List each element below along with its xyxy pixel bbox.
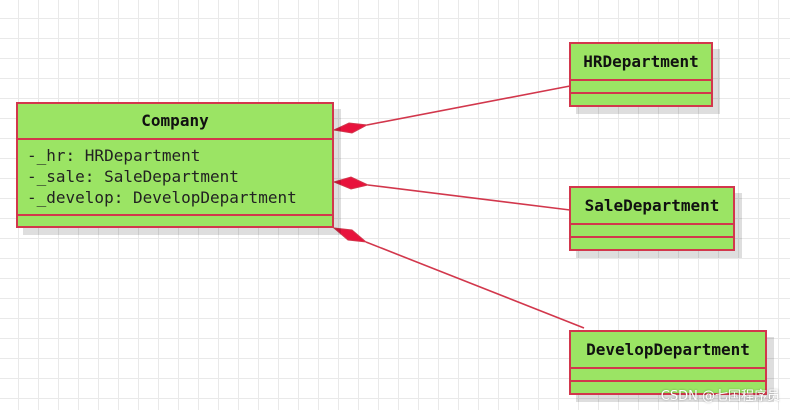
class-methods-hrdepartment: [571, 94, 711, 105]
class-name-hrdepartment: HRDepartment: [571, 44, 711, 81]
class-developdepartment[interactable]: DevelopDepartment: [569, 330, 767, 395]
class-hrdepartment[interactable]: HRDepartment: [569, 42, 713, 107]
class-saledepartment[interactable]: SaleDepartment: [569, 186, 735, 251]
class-attributes-hrdepartment: [571, 81, 711, 94]
composition-line-hr[interactable]: [366, 85, 571, 126]
class-methods-saledepartment: [571, 238, 733, 249]
composition-diamond-sale: [332, 176, 370, 190]
watermark: CSDN @七国程序员: [660, 389, 780, 404]
composition-diamond-hr: [332, 122, 369, 134]
class-attributes-saledepartment: [571, 225, 733, 238]
attribute-hr: -_hr: HRDepartment: [27, 146, 201, 165]
class-attributes-company: -_hr: HRDepartment -_sale: SaleDepartmen…: [18, 140, 332, 216]
class-company[interactable]: Company -_hr: HRDepartment -_sale: SaleD…: [16, 102, 334, 228]
class-attributes-developdepartment: [571, 369, 765, 382]
composition-line-sale[interactable]: [367, 184, 571, 211]
class-name-developdepartment: DevelopDepartment: [571, 332, 765, 369]
class-name-company: Company: [18, 104, 332, 140]
class-name-saledepartment: SaleDepartment: [571, 188, 733, 225]
composition-line-develop[interactable]: [365, 241, 585, 329]
class-methods-company: [18, 216, 332, 226]
composition-diamond-develop: [332, 227, 368, 243]
attribute-sale: -_sale: SaleDepartment: [27, 167, 239, 186]
attribute-develop: -_develop: DevelopDepartment: [27, 188, 297, 207]
